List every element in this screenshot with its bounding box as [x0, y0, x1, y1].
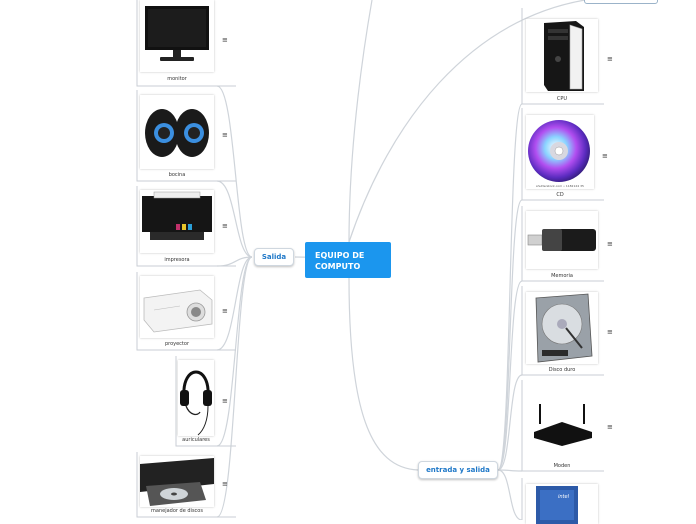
- note-icon[interactable]: ≡: [222, 36, 228, 44]
- connector-entrada-cpu: [497, 103, 523, 471]
- item-label-moden: Moden: [553, 463, 571, 469]
- item-label-auriculares: auriculares: [182, 437, 210, 443]
- item-label-cd: CD: [556, 192, 564, 198]
- disco-duro-image: [526, 292, 598, 364]
- intel-logo-text: intel: [558, 494, 569, 500]
- item-label-proyector: proyector: [164, 341, 190, 347]
- note-icon[interactable]: ≡: [602, 152, 608, 160]
- connector-root-entrada: [348, 277, 419, 471]
- moden-image: [526, 388, 598, 460]
- cpu-image: [526, 19, 598, 92]
- cd-image-caption: shutterstock.com • 1182124 35: [536, 184, 584, 188]
- memoria-image: [526, 211, 598, 269]
- monitor-image: [140, 0, 214, 72]
- connector-salida-monitor: [216, 85, 253, 258]
- connector-root-top-right: [348, 0, 586, 243]
- note-icon[interactable]: ≡: [222, 397, 228, 405]
- bocina-image: [140, 95, 214, 169]
- connector-salida-manejador: [216, 256, 253, 518]
- item-label-manejador-de-discos: manejador de discos: [151, 508, 203, 514]
- manejador-de-discos-image: [140, 456, 214, 507]
- note-icon[interactable]: ≡: [607, 55, 613, 63]
- connector-entrada-moden: [497, 469, 523, 472]
- connector-salida-proyector: [216, 256, 253, 351]
- connector-root-top-left: [348, 0, 373, 243]
- auriculares-image: [178, 360, 214, 436]
- note-icon[interactable]: ≡: [607, 423, 613, 431]
- item-label-memoria: Memoria: [551, 273, 573, 279]
- connector-entrada-cd: [497, 199, 523, 471]
- connector-salida-bocina: [216, 180, 253, 258]
- root-node[interactable]: EQUIPO DE COMPUTO: [305, 242, 391, 278]
- intel-processor-image: intel: [526, 484, 598, 524]
- connector-salida-auriculares: [216, 256, 253, 447]
- cd-image: shutterstock.com • 1182124 35: [526, 115, 594, 189]
- item-label-cpu: CPU: [556, 96, 568, 102]
- note-icon[interactable]: ≡: [222, 222, 228, 230]
- top-right-node-partial[interactable]: [584, 0, 658, 4]
- connector-entrada-memoria: [497, 280, 523, 471]
- branch-entrada-y-salida[interactable]: entrada y salida: [418, 461, 498, 479]
- note-icon[interactable]: ≡: [607, 240, 613, 248]
- item-label-monitor: monitor: [167, 76, 187, 82]
- note-icon[interactable]: ≡: [222, 307, 228, 315]
- item-label-disco-duro: Disco duro: [548, 367, 576, 373]
- note-icon[interactable]: ≡: [222, 480, 228, 488]
- note-icon[interactable]: ≡: [222, 131, 228, 139]
- connector-entrada-disco: [497, 374, 523, 471]
- item-label-impresora: impresora: [164, 257, 190, 263]
- branch-salida[interactable]: Salida: [254, 248, 294, 266]
- note-icon[interactable]: ≡: [607, 328, 613, 336]
- item-label-bocina: bocina: [168, 172, 186, 178]
- impresora-image: [140, 190, 214, 253]
- connector-entrada-intel: [497, 469, 523, 520]
- proyector-image: [140, 276, 214, 338]
